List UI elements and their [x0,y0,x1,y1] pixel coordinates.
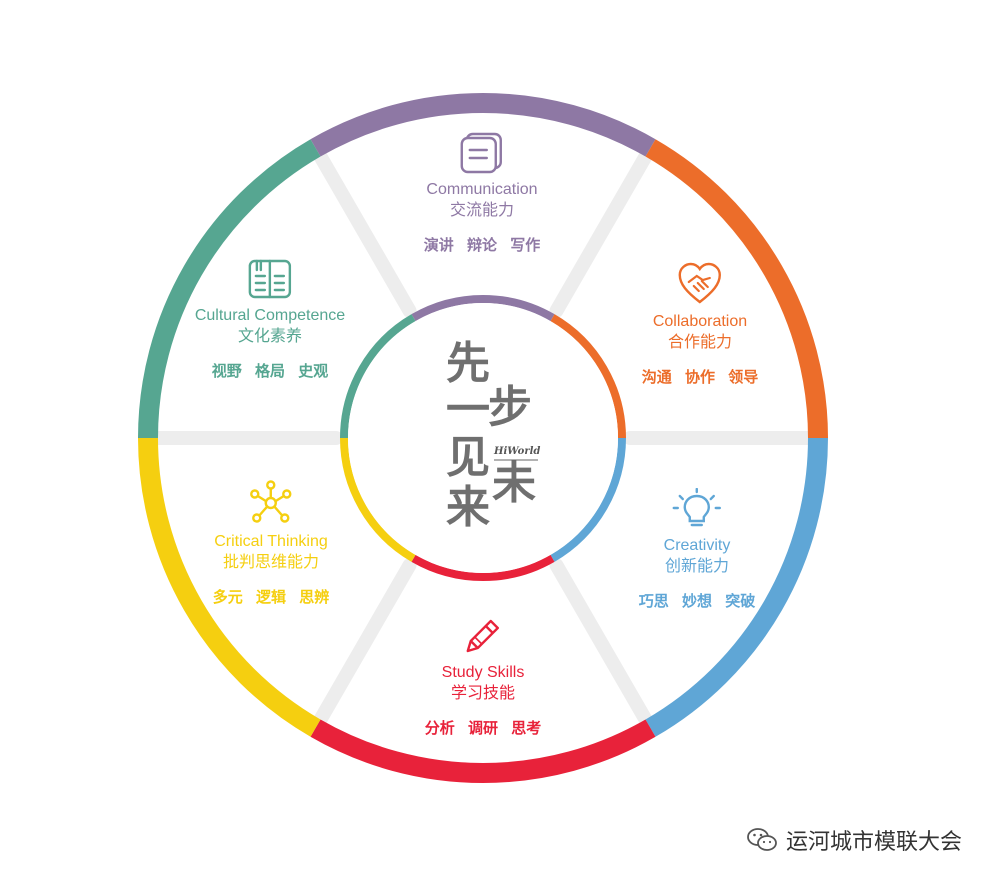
segment-keywords: 沟通 协作 领导 [641,368,759,386]
segment-keywords: 视野 格局 史观 [211,362,329,380]
brand-tag: HiWorld [494,446,541,457]
wechat-icon [747,828,777,851]
lightbulb-icon [672,488,722,527]
network-icon [250,480,292,523]
outer-ring-arc-critical [138,437,321,737]
segment-divider [310,558,417,732]
inner-ring-arc-study [411,554,555,581]
outer-ring-arc-cultural [138,139,321,439]
segment-divider [549,144,656,318]
inner-ring-arc-collaboration [550,314,626,439]
segment-critical-thinking: Critical Thinking 批判思维能力 多元 逻辑 思辨 [213,480,329,607]
segment-creativity: Creativity 创新能力 巧思 妙想 突破 [639,488,755,611]
center-char-1: 先 [446,338,490,389]
segment-communication: Communication 交流能力 演讲 辩论 写作 [424,132,540,255]
segment-keywords: 巧思 妙想 突破 [638,592,756,610]
handshake-heart-icon [678,262,722,304]
inner-ring-arc-cultural [340,314,416,439]
outer-ring-arc-creativity [645,437,828,737]
segment-title-zh: 批判思维能力 [222,552,320,571]
segment-keywords: 演讲 辩论 写作 [423,236,541,254]
segment-cultural-competence: Cultural Competence 文化素养 视野 格局 史观 [195,258,345,381]
segment-divider [549,558,656,732]
segment-title-en: Cultural Competence [194,307,346,324]
outer-ring-arc-study [310,719,656,783]
segment-title-zh: 交流能力 [449,200,515,219]
center-char-2: 一 [446,384,490,435]
segment-title-zh: 创新能力 [664,556,730,575]
segment-title-en: Critical Thinking [214,533,328,550]
center-char-6: 来 [446,482,490,533]
center-char-5: 未 [492,458,536,509]
center-char-3: 步 [488,382,532,433]
segment-title-zh: 文化素养 [237,326,303,345]
segment-study-skills: Study Skills 学习技能 分析 调研 思考 [425,615,541,738]
segment-title-en: Study Skills [441,664,525,681]
segment-title-en: Creativity [663,537,731,554]
center-disc [348,303,618,573]
segment-keywords: 分析 调研 思考 [424,719,542,737]
segment-title-zh: 学习技能 [450,683,516,702]
center-char-4: 见 [446,432,490,483]
inner-ring-arc-creativity [550,437,626,562]
outer-ring-arc-communication [310,93,656,157]
watermark: 运河城市模联大会 [746,824,962,856]
segment-title-en: Communication [426,181,538,198]
inner-ring-arc-communication [411,295,555,322]
outer-ring-arc-collaboration [645,139,828,439]
segment-collaboration: Collaboration 合作能力 沟通 协作 领导 [642,262,758,387]
chat-cards-icon [460,132,503,174]
segment-divider [310,144,417,318]
segment-title-en: Collaboration [652,313,748,330]
segment-title-zh: 合作能力 [667,332,733,351]
segment-keywords: 多元 逻辑 思辨 [212,588,330,606]
book-icon [248,259,292,299]
pencil-icon [466,619,500,653]
watermark-text: 运河城市模联大会 [785,830,962,855]
inner-ring-arc-critical [340,437,416,562]
